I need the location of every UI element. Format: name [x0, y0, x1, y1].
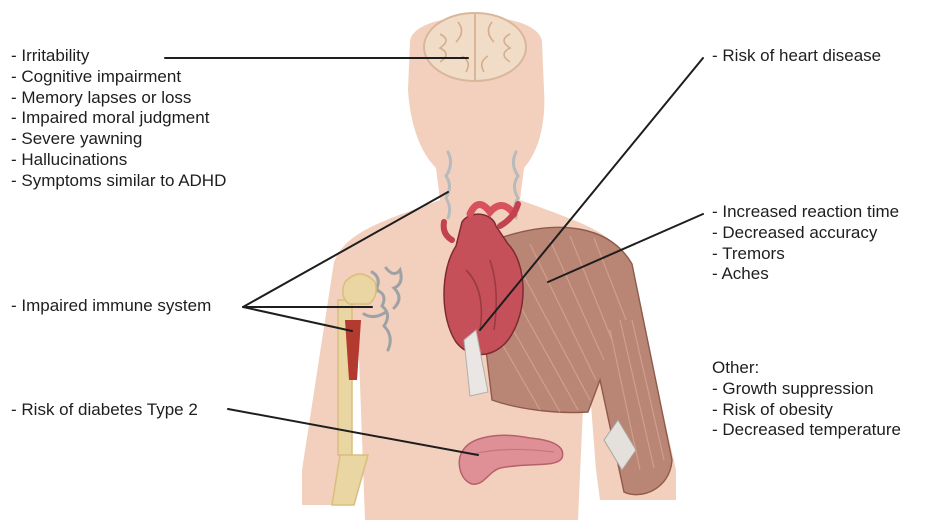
- leader-line-heart: [479, 57, 704, 331]
- other-effects-list: Other: - Growth suppression - Risk of ob…: [712, 358, 901, 441]
- leader-line-muscle: [547, 213, 704, 283]
- mind-effects-list: - Irritability - Cognitive impairment - …: [11, 46, 226, 192]
- list-item: - Risk of obesity: [712, 399, 833, 419]
- list-item: - Increased reaction time: [712, 202, 900, 221]
- diabetes-effects-list: - Risk of diabetes Type 2: [11, 400, 198, 421]
- list-item: - Memory lapses or loss: [11, 87, 192, 107]
- list-item: - Aches: [712, 264, 769, 284]
- leader-line-immune-bone: [242, 306, 353, 332]
- list-item: - Hallucinations: [11, 149, 128, 169]
- leader-lines: [164, 57, 704, 456]
- heart: [440, 201, 524, 397]
- list-item: - Symptoms similar to ADHD: [11, 170, 227, 190]
- muscle-effects-list: - Increased reaction time - Decreased ac…: [712, 202, 899, 285]
- list-item: - Impaired moral judgment: [11, 108, 210, 128]
- leader-line-diabetes: [227, 408, 479, 456]
- immune-effects-list: - Impaired immune system: [11, 296, 211, 317]
- pancreas: [458, 434, 564, 485]
- list-item: - Cognitive impairment: [11, 66, 182, 86]
- list-item: - Tremors: [712, 243, 785, 263]
- list-item: - Severe yawning: [11, 129, 143, 149]
- list-item: - Growth suppression: [712, 378, 874, 398]
- arm-bone: [331, 273, 377, 506]
- list-item: - Decreased temperature: [712, 420, 901, 440]
- list-item: - Decreased accuracy: [712, 222, 878, 242]
- brain: [423, 12, 527, 82]
- list-item: - Irritability: [11, 46, 90, 65]
- other-heading: Other:: [712, 358, 760, 377]
- arm-muscles: [479, 226, 673, 496]
- list-item: - Impaired immune system: [11, 296, 212, 315]
- list-item: - Risk of heart disease: [712, 46, 882, 65]
- heart-effects-list: - Risk of heart disease: [712, 46, 881, 67]
- list-item: - Risk of diabetes Type 2: [11, 400, 198, 419]
- leader-line-immune-neck: [242, 191, 449, 308]
